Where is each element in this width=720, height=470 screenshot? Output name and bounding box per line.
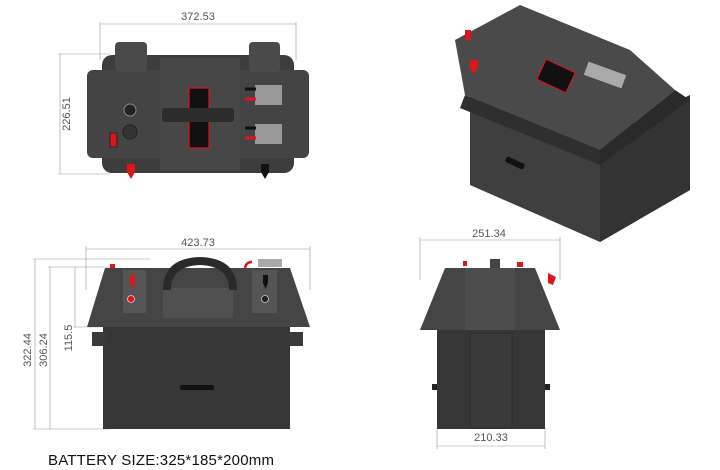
side-positive-terminal-icon bbox=[548, 273, 556, 285]
front-width-dimension bbox=[85, 246, 311, 290]
side-foot-right bbox=[545, 384, 550, 390]
anderson-connector-bottom bbox=[245, 124, 282, 144]
front-center-panel bbox=[163, 288, 233, 318]
side-bottom-dimension bbox=[436, 428, 546, 449]
negative-terminal-icon bbox=[261, 164, 269, 179]
front-negative-terminal-icon bbox=[263, 275, 268, 289]
front-view: 423.73 322.44 306.24 115.5 bbox=[22, 237, 311, 430]
front-connector bbox=[258, 259, 282, 267]
switch-icon bbox=[109, 132, 118, 148]
plus-icon bbox=[127, 295, 135, 303]
carry-handle bbox=[163, 257, 237, 290]
front-switch-icon bbox=[110, 264, 115, 268]
top-depth-dimension bbox=[58, 53, 110, 175]
iso-handle-slot bbox=[505, 156, 525, 170]
iso-label-plate bbox=[536, 58, 576, 94]
top-handle bbox=[162, 108, 234, 122]
side-foot-left bbox=[432, 384, 437, 390]
top-width-dimension bbox=[99, 22, 297, 60]
side-top-dimension bbox=[419, 237, 561, 280]
anderson-connector-top bbox=[245, 85, 282, 105]
minus-icon bbox=[261, 295, 269, 303]
side-top-width-label: 251.34 bbox=[472, 228, 506, 240]
isometric-view bbox=[455, 5, 690, 242]
top-width-label: 372.53 bbox=[181, 11, 215, 23]
side-center-panel bbox=[465, 268, 515, 330]
side-switch-icon bbox=[463, 261, 467, 266]
front-height-dimensions bbox=[33, 258, 150, 430]
iso-switch-icon bbox=[465, 30, 471, 40]
iso-positive-terminal-icon bbox=[470, 60, 478, 74]
front-side-lug-right bbox=[289, 332, 303, 346]
front-cable-icon bbox=[243, 260, 253, 269]
side-terminal-icon bbox=[517, 262, 523, 267]
top-depth-label: 226.51 bbox=[61, 97, 73, 131]
top-ear-right bbox=[249, 42, 280, 72]
side-socket bbox=[490, 259, 500, 268]
top-view: 372.53 226.51 bbox=[58, 11, 309, 179]
front-terminal-panel-left bbox=[123, 270, 146, 313]
side-view: 251.34 210.33 bbox=[419, 228, 561, 449]
front-total-height-label: 322.44 bbox=[22, 333, 34, 367]
socket-icon bbox=[122, 124, 138, 140]
iso-connector bbox=[583, 61, 627, 89]
side-recess bbox=[469, 332, 513, 429]
front-lid-height-label: 115.5 bbox=[63, 325, 75, 352]
front-width-label: 423.73 bbox=[181, 237, 215, 249]
front-positive-terminal-icon bbox=[130, 275, 135, 289]
front-body bbox=[103, 318, 290, 429]
front-body-height-label: 306.24 bbox=[38, 333, 50, 367]
top-ear-left bbox=[115, 42, 147, 72]
positive-terminal-icon bbox=[127, 164, 135, 179]
battery-size-caption: BATTERY SIZE:325*185*200mm bbox=[48, 452, 275, 469]
usb-port-icon bbox=[123, 103, 137, 117]
front-side-lug-left bbox=[92, 332, 106, 346]
side-bottom-width-label: 210.33 bbox=[474, 432, 508, 444]
front-handle-slot bbox=[180, 385, 214, 390]
